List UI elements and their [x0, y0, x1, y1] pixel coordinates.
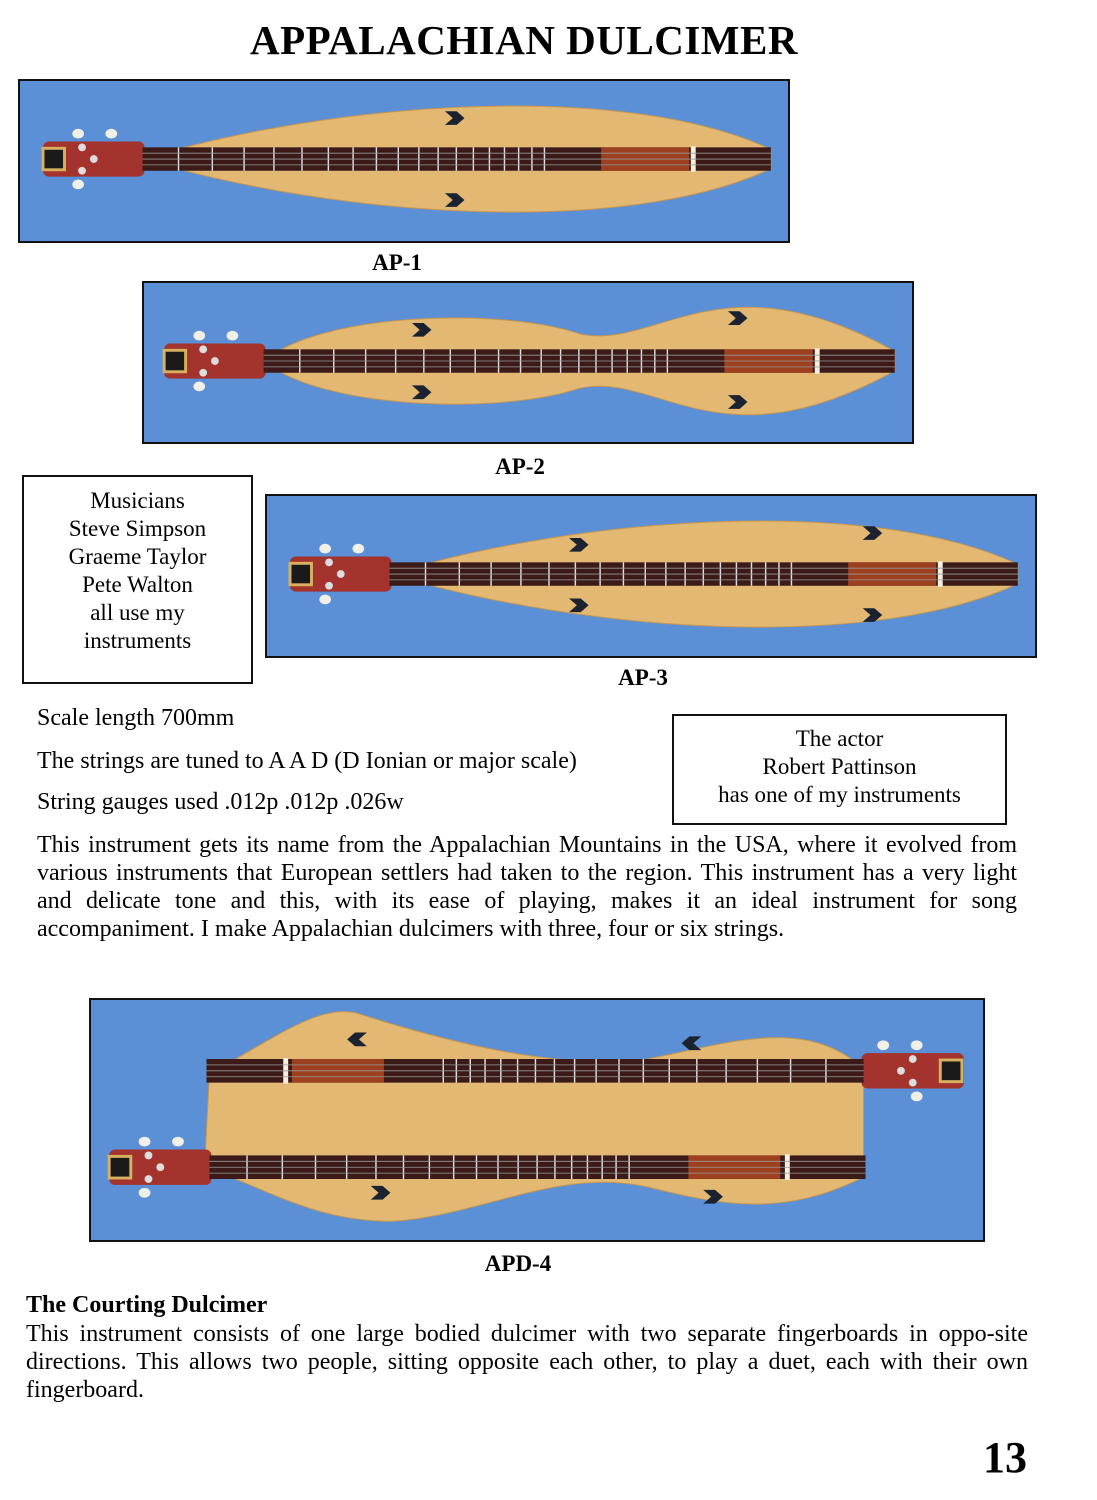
sound-hole-icon: [727, 395, 748, 409]
sound-hole-icon: [569, 537, 589, 552]
actor-line: has one of my instruments: [718, 782, 961, 807]
musicians-line: Pete Walton: [82, 572, 193, 597]
musicians-line: Musicians: [90, 488, 185, 513]
caption-ap-1: AP-1: [372, 250, 422, 275]
caption-ap-3: AP-3: [618, 665, 668, 690]
dulcimer-ap2-image: [162, 306, 896, 416]
sound-hole-icon: [862, 526, 883, 540]
gauges-text: String gauges used .012p .012p .026w: [37, 789, 404, 815]
courting-dulcimer-image: [107, 1011, 964, 1222]
photo-apd-4: [89, 998, 985, 1242]
actor-line: The actor: [795, 726, 884, 751]
dulcimer-ap3-image: [288, 520, 1019, 628]
sound-hole-icon: [370, 1185, 391, 1200]
dulcimer-ap1-image: [41, 105, 772, 213]
photo-ap-2: [142, 281, 914, 444]
photo-ap-1: [18, 79, 790, 243]
caption-ap-2: AP-2: [495, 454, 545, 479]
actor-line: Robert Pattinson: [762, 754, 917, 779]
description-paragraph: This instrument gets its name from the A…: [37, 832, 1017, 942]
sound-hole-icon: [862, 608, 883, 622]
musicians-line: Graeme Taylor: [68, 544, 207, 569]
sound-hole-icon: [411, 322, 432, 337]
sound-hole-icon: [569, 598, 589, 613]
courting-heading: The Courting Dulcimer: [26, 1292, 268, 1318]
sound-hole-icon: [411, 385, 432, 400]
musicians-line: instruments: [83, 628, 192, 653]
sound-hole-icon: [444, 111, 465, 125]
caption-apd-4: APD-4: [484, 1251, 552, 1276]
musicians-box: Musicians Steve Simpson Graeme Taylor Pe…: [22, 475, 253, 684]
page-title: APPALACHIAN DULCIMER: [250, 17, 798, 63]
sound-hole-icon: [347, 1032, 367, 1047]
photo-ap-3: [265, 494, 1037, 658]
sound-hole-icon: [727, 311, 748, 325]
dulcimer-body: [204, 1011, 865, 1222]
tuning-text: The strings are tuned to A A D (D Ionian…: [37, 748, 577, 774]
sound-hole-icon: [681, 1036, 702, 1051]
courting-paragraph: This instrument consists of one large bo…: [26, 1321, 1028, 1403]
sound-hole-icon: [703, 1189, 723, 1204]
scale-length-text: Scale length 700mm: [37, 705, 235, 731]
sound-hole-icon: [444, 193, 465, 207]
musicians-line: Steve Simpson: [68, 516, 207, 541]
actor-box: The actor Robert Pattinson has one of my…: [672, 714, 1007, 825]
page-number: 13: [983, 1433, 1027, 1482]
musicians-line: all use my: [90, 600, 185, 625]
